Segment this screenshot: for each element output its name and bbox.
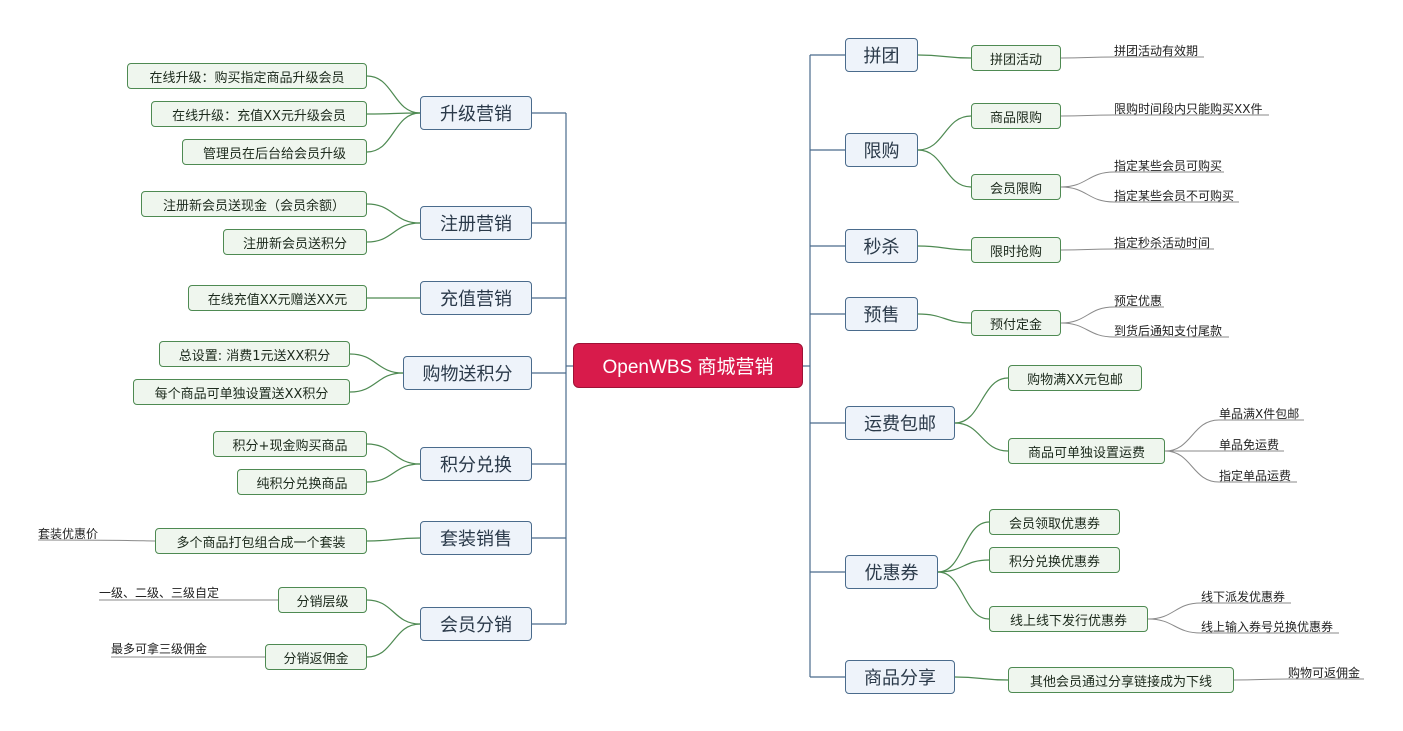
leaf-ship-free: 单品免运费 [1219, 437, 1280, 452]
topic-shipping[interactable]: 运费包邮 [845, 406, 955, 440]
topic-presale[interactable]: 预售 [845, 297, 918, 331]
connector [937, 521, 990, 573]
leaf-dist-commission: 最多可拿三级佣金 [111, 641, 208, 656]
subtopic-shopping-total[interactable]: 总设置: 消费1元送XX积分 [159, 341, 350, 367]
leaf-share-commission: 购物可返佣金 [1288, 665, 1361, 680]
connector [366, 623, 421, 658]
subtopic-coupon-claim[interactable]: 会员领取优惠券 [989, 509, 1120, 535]
subtopic-upgrade-buy[interactable]: 在线升级：购买指定商品升级会员 [127, 63, 367, 89]
leaf-limit-member-allow: 指定某些会员可购买 [1114, 158, 1223, 173]
subtopic-exchange-mix[interactable]: 积分+现金购买商品 [213, 431, 367, 457]
topic-register[interactable]: 注册营销 [420, 206, 532, 240]
leaf-coupon-offline: 线下派发优惠券 [1201, 589, 1286, 604]
topic-flash[interactable]: 秒杀 [845, 229, 918, 263]
subtopic-ship-full[interactable]: 购物满XX元包邮 [1008, 365, 1142, 391]
connector [937, 571, 990, 620]
connector [1060, 248, 1214, 251]
subtopic-upgrade-admin[interactable]: 管理员在后台给会员升级 [182, 139, 367, 165]
connector [917, 245, 972, 251]
topic-share[interactable]: 商品分享 [845, 660, 955, 694]
central-topic[interactable]: OpenWBS 商城营销 [573, 343, 803, 388]
leaf-group-validity: 拼团活动有效期 [1114, 43, 1199, 58]
subtopic-flash-time[interactable]: 限时抢购 [971, 237, 1061, 263]
topic-shopping[interactable]: 购物送积分 [403, 356, 532, 390]
subtopic-coupon-points[interactable]: 积分兑换优惠券 [989, 547, 1120, 573]
connector [1147, 602, 1291, 620]
connector [366, 222, 421, 243]
leaf-limit-goods: 限购时间段内只能购买XX件 [1114, 101, 1263, 116]
connector [917, 313, 972, 324]
connector [1147, 618, 1339, 634]
connector [366, 463, 421, 483]
subtopic-dist-commission[interactable]: 分销返佣金 [265, 644, 367, 670]
connector [1233, 678, 1364, 681]
connector [1060, 186, 1239, 203]
topic-limit[interactable]: 限购 [845, 133, 918, 167]
subtopic-register-cash[interactable]: 注册新会员送现金（会员余额） [141, 191, 367, 217]
connector [366, 75, 421, 114]
connector [366, 112, 421, 115]
subtopic-limit-member[interactable]: 会员限购 [971, 174, 1061, 200]
subtopic-exchange-pure[interactable]: 纯积分兑换商品 [237, 469, 367, 495]
subtopic-shopping-single[interactable]: 每个商品可单独设置送XX积分 [133, 379, 350, 405]
subtopic-group-activity[interactable]: 拼团活动 [971, 45, 1061, 71]
connector [366, 443, 421, 465]
subtopic-register-points[interactable]: 注册新会员送积分 [223, 229, 367, 255]
connector [917, 54, 972, 59]
connector [1060, 114, 1269, 117]
connector [1060, 56, 1204, 59]
leaf-bundle-discount: 套装优惠价 [38, 526, 99, 541]
topic-exchange[interactable]: 积分兑换 [420, 447, 532, 481]
connector [366, 112, 421, 153]
subtopic-limit-goods[interactable]: 商品限购 [971, 103, 1061, 129]
topic-recharge[interactable]: 充值营销 [420, 281, 532, 315]
connector [937, 559, 990, 573]
leaf-presale-discount: 预定优惠 [1114, 293, 1163, 308]
leaf-presale-balance: 到货后通知支付尾款 [1114, 323, 1223, 338]
connector [349, 372, 404, 393]
subtopic-recharge-gift[interactable]: 在线充值XX元赠送XX元 [188, 285, 367, 311]
topic-bundle[interactable]: 套装销售 [420, 521, 532, 555]
subtopic-upgrade-recharge[interactable]: 在线升级：充值XX元升级会员 [151, 101, 367, 127]
connector [1164, 450, 1297, 483]
connector [954, 676, 1009, 681]
connector [917, 149, 972, 188]
subtopic-ship-single[interactable]: 商品可单独设置运费 [1008, 438, 1165, 464]
leaf-ship-specify: 指定单品运费 [1219, 468, 1292, 483]
connector [954, 422, 1009, 452]
topic-coupon[interactable]: 优惠券 [845, 555, 938, 589]
connector [366, 537, 421, 542]
leaf-coupon-online: 线上输入券号兑换优惠券 [1201, 619, 1334, 634]
connector [349, 353, 404, 374]
connector [954, 377, 1009, 424]
topic-distribution[interactable]: 会员分销 [420, 607, 532, 641]
subtopic-share-link[interactable]: 其他会员通过分享链接成为下线 [1008, 667, 1234, 693]
connector [366, 599, 421, 625]
leaf-flash-time: 指定秒杀活动时间 [1114, 235, 1211, 250]
connector [1164, 419, 1304, 452]
connector [1060, 171, 1224, 188]
connector [37, 539, 156, 542]
subtopic-dist-level[interactable]: 分销层级 [278, 587, 367, 613]
leaf-dist-level: 一级、二级、三级自定 [99, 585, 220, 600]
connector [1060, 322, 1229, 338]
subtopic-bundle-pack[interactable]: 多个商品打包组合成一个套装 [155, 528, 367, 554]
topic-upgrade[interactable]: 升级营销 [420, 96, 532, 130]
subtopic-presale-deposit[interactable]: 预付定金 [971, 310, 1061, 336]
connector [366, 203, 421, 224]
leaf-ship-qty: 单品满X件包邮 [1219, 406, 1300, 421]
subtopic-coupon-offline[interactable]: 线上线下发行优惠券 [989, 606, 1148, 632]
connector [917, 115, 972, 151]
topic-group[interactable]: 拼团 [845, 38, 918, 72]
leaf-limit-member-deny: 指定某些会员不可购买 [1114, 188, 1235, 203]
connector [1060, 306, 1164, 324]
